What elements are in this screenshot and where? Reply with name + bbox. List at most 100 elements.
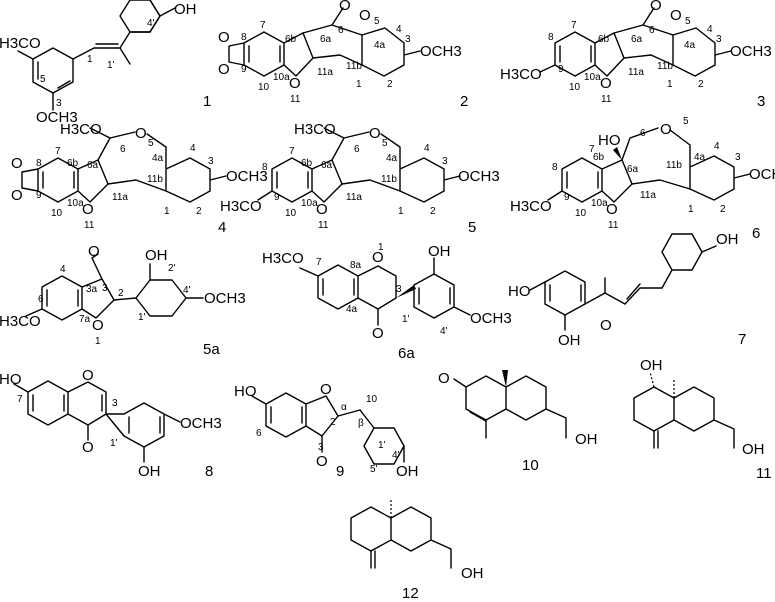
- c5-num-10a: 10a: [301, 198, 318, 209]
- c1-num-5: 5: [40, 74, 46, 85]
- c3-num-9: 9: [558, 64, 564, 75]
- c6-o11: O: [606, 201, 618, 218]
- c6-num-2: 2: [720, 204, 726, 215]
- c5a-o1: O: [92, 317, 104, 334]
- c2-o-carbonyl: O: [339, 0, 351, 14]
- compound-12: OH 12: [350, 500, 484, 602]
- c4-num-6b: 6b: [67, 158, 79, 169]
- c5-num-4a: 4a: [386, 153, 398, 164]
- c9-num-10: 10: [366, 394, 378, 405]
- c6-num-3: 3: [735, 152, 741, 163]
- c9-num-5p: 5': [370, 464, 378, 475]
- c4-num-8: 8: [36, 158, 42, 169]
- c4-num-2: 2: [196, 206, 202, 217]
- c6-num-6: 6: [640, 128, 646, 139]
- c3-num-2: 2: [698, 79, 704, 90]
- c5-ome9: H3CO: [220, 198, 262, 215]
- c5-num-11: 11: [318, 220, 329, 231]
- c5a-num-3: 3: [102, 283, 108, 294]
- c6-num-9: 9: [564, 192, 570, 203]
- c6-num-1: 1: [688, 204, 694, 215]
- c5-num-4: 4: [424, 143, 430, 154]
- c3-id: 3: [757, 93, 765, 110]
- c9-keto: O: [316, 453, 328, 470]
- c3-num-1: 1: [667, 79, 673, 90]
- c6-num-6b: 6b: [593, 152, 605, 163]
- c1-num-1: 1: [87, 54, 93, 65]
- c4-num-4: 4: [190, 143, 196, 154]
- c9-num-3: 3: [318, 442, 324, 453]
- c5a-num-4p: 4': [183, 285, 191, 296]
- c8-ome: OCH3: [180, 415, 222, 432]
- c3-num-8: 8: [548, 32, 554, 43]
- c5a-num-1: 1: [95, 336, 101, 347]
- c2-o8: O: [218, 29, 230, 46]
- c2-o5: O: [359, 7, 371, 24]
- c8-ho: HO: [0, 371, 22, 388]
- c3-num-10: 10: [569, 82, 581, 93]
- c6-o5: O: [660, 121, 672, 138]
- c2-num-6: 6: [338, 25, 344, 36]
- compound-5a: O OH OCH3 H3CO O 2' 4' 1' 4 3a 3 2 6 7a …: [0, 243, 246, 358]
- c4-ome: OCH3: [226, 168, 268, 185]
- c5-num-7: 7: [289, 146, 295, 157]
- c5a-num-4: 4: [60, 264, 66, 275]
- c6a-o1: O: [372, 249, 384, 266]
- c1-num-3: 3: [56, 98, 62, 109]
- c5-num-1: 1: [398, 206, 404, 217]
- c4-num-9: 9: [36, 190, 42, 201]
- c4-o8: O: [11, 155, 23, 172]
- c7-ho: HO: [508, 283, 531, 300]
- c5-num-6: 6: [354, 144, 360, 155]
- c3-num-4: 4: [707, 24, 713, 35]
- c2-num-11: 11: [290, 94, 301, 105]
- c2-num-9: 9: [241, 64, 247, 75]
- c6-num-4: 4: [714, 141, 720, 152]
- c6a-num-8a: 8a: [350, 260, 362, 271]
- compound-11: OH OH 11: [633, 357, 772, 482]
- c6-num-5: 5: [683, 116, 689, 127]
- c6-ome3: OCH3: [749, 166, 775, 183]
- c10-id: 10: [522, 457, 539, 474]
- c5-num-10: 10: [285, 208, 297, 219]
- c2-o11: O: [289, 75, 301, 92]
- c6-num-11: 11: [608, 220, 619, 231]
- c8-o1: O: [82, 367, 94, 384]
- c6-num-10a: 10a: [591, 198, 608, 209]
- c3-num-7: 7: [571, 20, 577, 31]
- c4-o11: O: [82, 201, 94, 218]
- c3-o-carbonyl: O: [650, 0, 662, 14]
- compound-7: OH HO OH O 7: [508, 231, 746, 349]
- compound-5: H3CO O OCH3 H3CO O 6 5 4 4a 6a 6b 7 8 9 …: [220, 121, 500, 236]
- c6-num-11b: 11b: [666, 160, 682, 171]
- c5a-ome4p: OCH3: [204, 290, 246, 307]
- c4-o5: O: [135, 125, 147, 142]
- c8-oh: OH: [138, 463, 161, 480]
- compound-10: O OH 10: [438, 370, 598, 474]
- c9-num-6: 6: [256, 428, 262, 439]
- c2-num-11b: 11b: [346, 61, 362, 72]
- c8-num-7: 7: [17, 394, 23, 405]
- c11-oh1: OH: [640, 357, 663, 374]
- c5-num-6a: 6a: [321, 160, 333, 171]
- c4-num-11b: 11b: [147, 174, 163, 185]
- c5a-num-6: 6: [38, 294, 44, 305]
- c9-num-2: 2: [330, 417, 336, 428]
- c5-num-5: 5: [382, 138, 388, 149]
- c3-o11: O: [600, 75, 612, 92]
- c5a-num-2: 2: [118, 288, 124, 299]
- c4-num-1: 1: [164, 206, 170, 217]
- c4-meo: H3CO: [60, 121, 102, 138]
- c6-num-11a: 11a: [640, 190, 656, 201]
- c6a-ome4p: OCH3: [470, 310, 512, 327]
- c4-num-11: 11: [84, 220, 95, 231]
- c8-keto: O: [82, 439, 94, 456]
- c5-num-9: 9: [274, 192, 280, 203]
- c2-num-10: 10: [258, 82, 270, 93]
- c6-num-7: 7: [589, 144, 595, 155]
- c5a-num-3a: 3a: [86, 284, 98, 295]
- c4-num-6a: 6a: [87, 160, 99, 171]
- c5a-num-7a: 7a: [79, 314, 91, 325]
- c2-num-6a: 6a: [320, 34, 332, 45]
- c3-o5: O: [670, 7, 682, 24]
